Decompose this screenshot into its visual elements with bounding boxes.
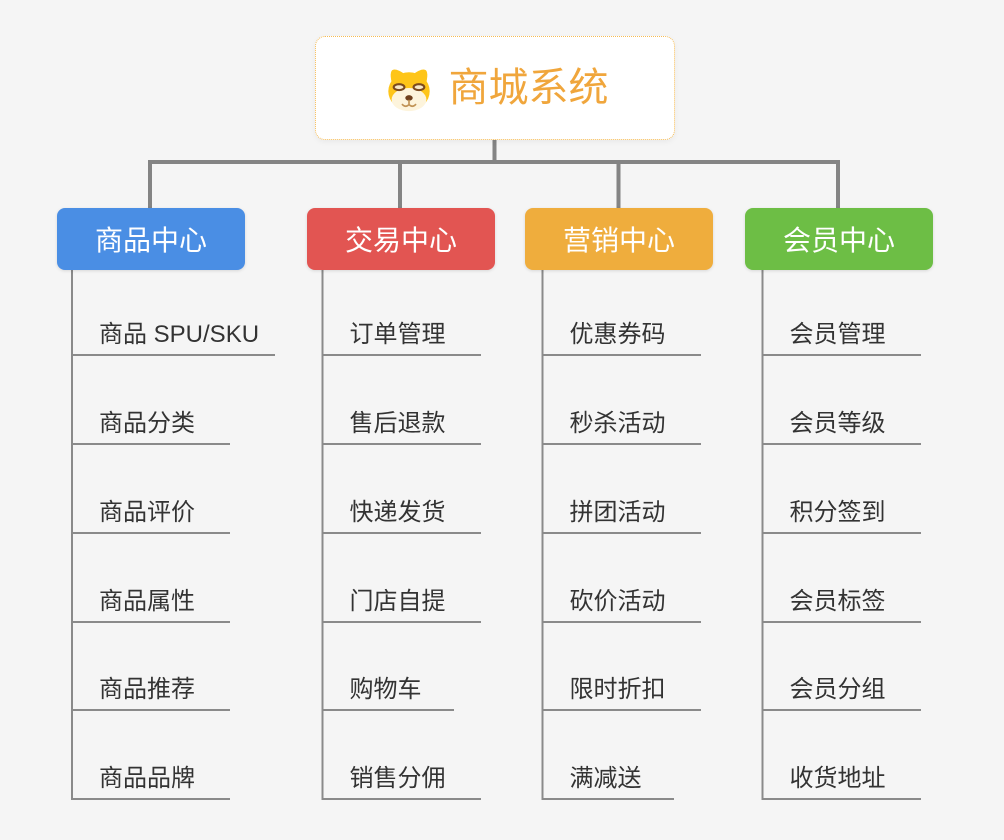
child-node-label: 快递发货 <box>349 499 446 526</box>
branch-node-trade-center[interactable]: 交易中心 <box>307 208 495 270</box>
child-node[interactable]: 门店自提 <box>321 583 481 623</box>
child-node-label: 会员等级 <box>789 410 886 437</box>
branch-node-member-center[interactable]: 会员中心 <box>745 208 933 270</box>
child-node-label: 商品 SPU/SKU <box>99 321 260 348</box>
child-node-label: 商品品牌 <box>99 765 195 792</box>
root-title: 商城系统 <box>448 66 609 110</box>
child-node[interactable]: 收货地址 <box>761 760 921 800</box>
child-node[interactable]: 售后退款 <box>321 405 481 445</box>
child-node-label: 商品推荐 <box>99 676 195 703</box>
branch-node-marketing-center[interactable]: 营销中心 <box>525 208 713 270</box>
child-node[interactable]: 砍价活动 <box>541 583 701 623</box>
child-node-label: 商品评价 <box>99 499 195 526</box>
child-node-label: 积分签到 <box>789 499 886 526</box>
child-node[interactable]: 商品评价 <box>71 494 230 534</box>
child-node[interactable]: 商品 SPU/SKU <box>71 316 275 356</box>
child-node-label: 秒杀活动 <box>569 410 666 437</box>
child-node[interactable]: 商品属性 <box>71 583 230 623</box>
child-node[interactable]: 购物车 <box>321 671 454 711</box>
child-node-label: 满减送 <box>569 765 642 792</box>
child-node[interactable]: 限时折扣 <box>541 671 701 711</box>
child-node[interactable]: 快递发货 <box>321 494 481 534</box>
branch-node-product-center[interactable]: 商品中心 <box>57 208 245 270</box>
child-node-label: 限时折扣 <box>569 676 666 703</box>
child-node[interactable]: 商品品牌 <box>71 760 230 800</box>
child-node[interactable]: 秒杀活动 <box>541 405 701 445</box>
child-node-label: 门店自提 <box>349 588 446 615</box>
child-node-label: 会员分组 <box>789 676 886 703</box>
branch-label: 营销中心 <box>562 225 675 256</box>
child-node-label: 拼团活动 <box>569 499 666 526</box>
child-node[interactable]: 商品推荐 <box>71 671 230 711</box>
child-node[interactable]: 销售分佣 <box>321 760 481 800</box>
child-node[interactable]: 会员等级 <box>761 405 921 445</box>
child-node-label: 商品分类 <box>99 410 195 437</box>
child-node[interactable]: 积分签到 <box>761 494 921 534</box>
child-node[interactable]: 商品分类 <box>71 405 230 445</box>
child-node-label: 购物车 <box>349 676 422 703</box>
branch-label: 会员中心 <box>782 225 895 256</box>
branch-label: 商品中心 <box>94 225 207 256</box>
child-node[interactable]: 满减送 <box>541 760 674 800</box>
child-node-label: 订单管理 <box>349 321 446 348</box>
dog-face-icon <box>387 69 430 112</box>
branch-label: 交易中心 <box>344 225 457 256</box>
child-node[interactable]: 会员标签 <box>761 583 921 623</box>
child-node[interactable]: 会员管理 <box>761 316 921 356</box>
child-node[interactable]: 拼团活动 <box>541 494 701 534</box>
child-node-label: 收货地址 <box>789 765 886 792</box>
child-node-label: 售后退款 <box>349 410 446 437</box>
root-branch-connector <box>148 140 840 208</box>
child-node-label: 砍价活动 <box>569 588 666 615</box>
child-node-label: 销售分佣 <box>349 765 446 792</box>
child-node-label: 商品属性 <box>99 588 195 615</box>
child-node[interactable]: 会员分组 <box>761 671 921 711</box>
child-node[interactable]: 订单管理 <box>321 316 481 356</box>
root-node[interactable]: 商城系统 <box>315 36 675 140</box>
child-node-label: 会员管理 <box>789 321 886 348</box>
child-node-label: 优惠券码 <box>569 321 666 348</box>
child-node-label: 会员标签 <box>789 588 886 615</box>
child-node[interactable]: 优惠券码 <box>541 316 701 356</box>
